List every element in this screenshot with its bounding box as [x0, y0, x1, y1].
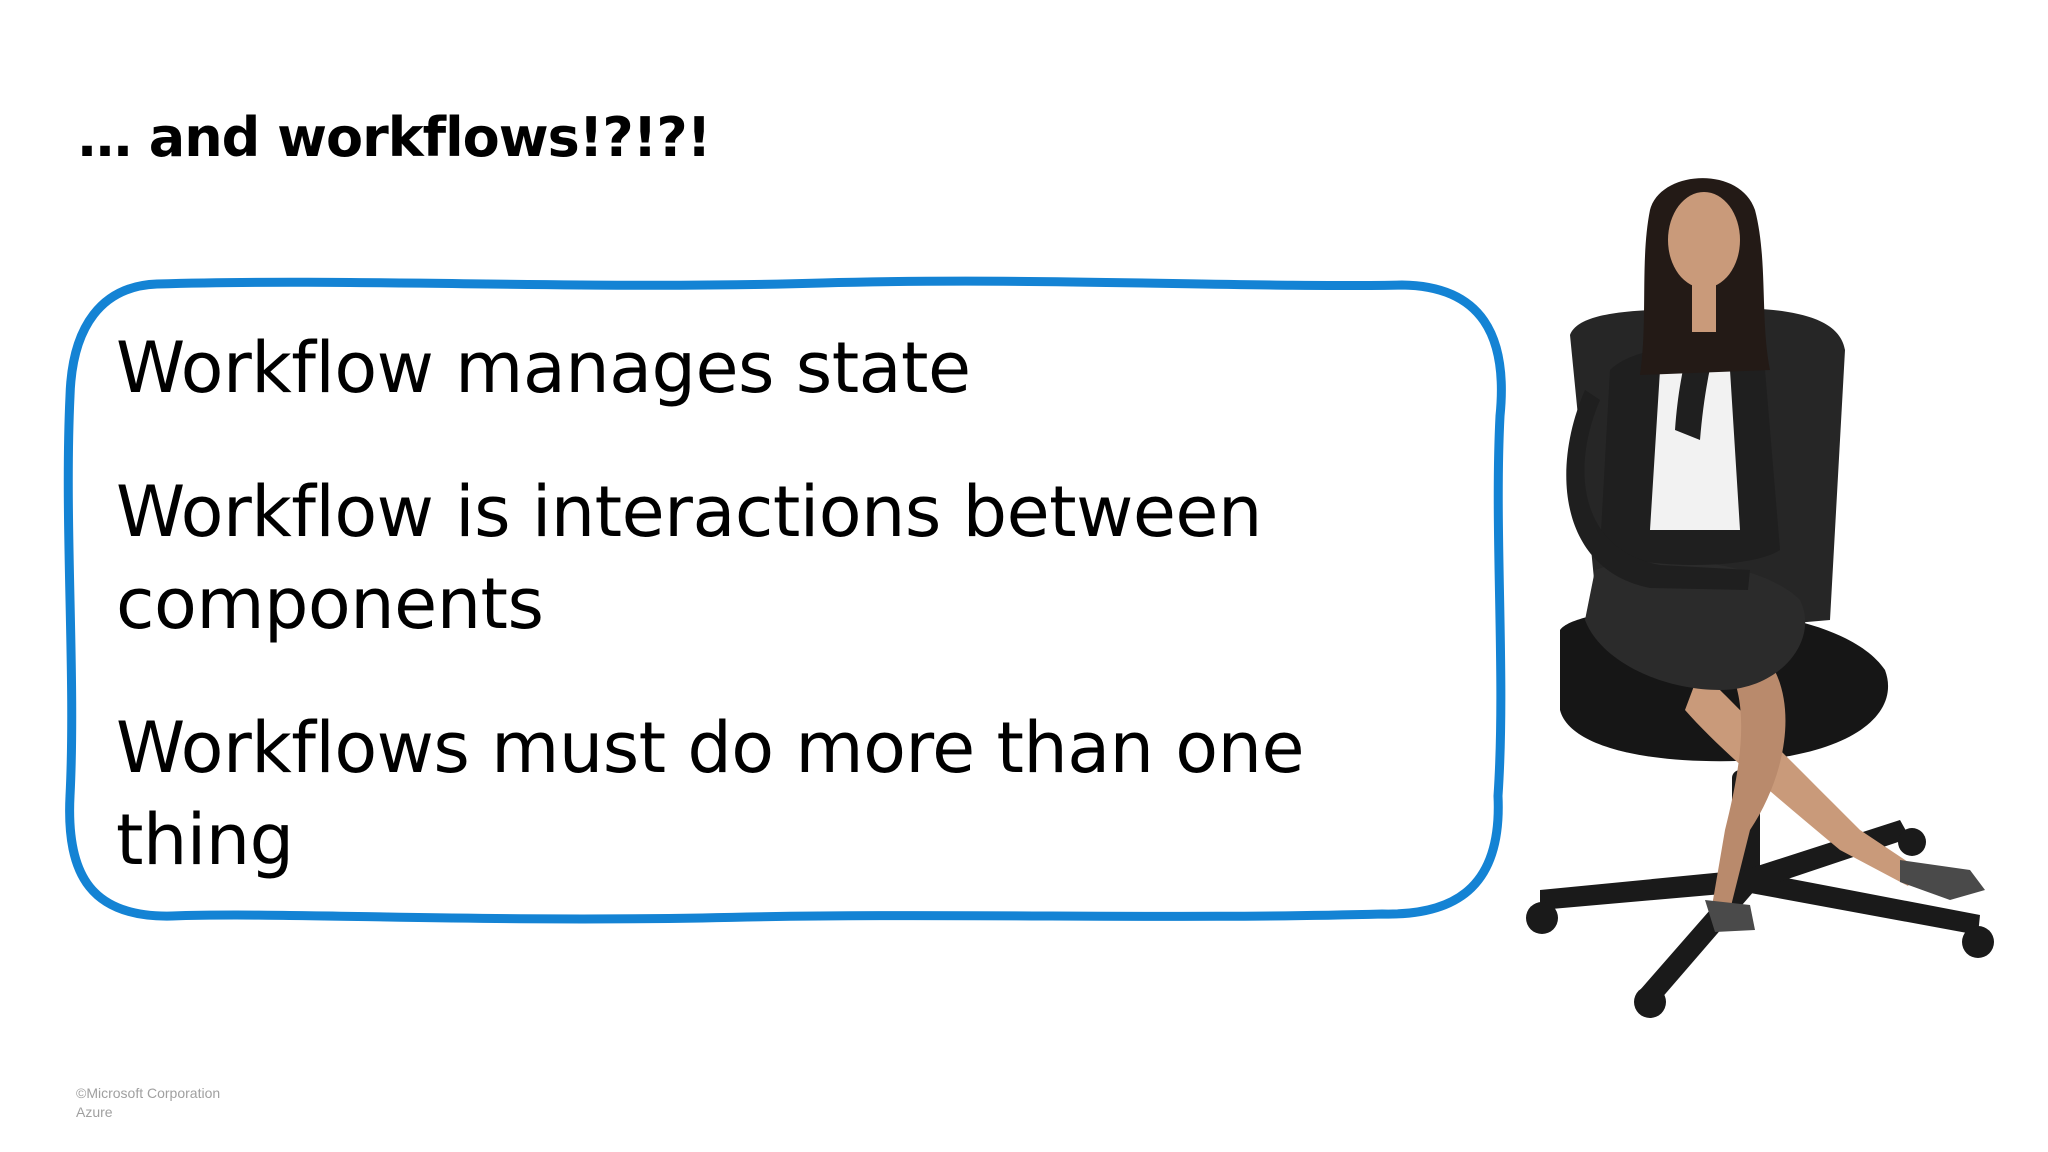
bullet-list: Workflow manages state Workflow is inter…	[116, 322, 1456, 938]
neck	[1692, 282, 1716, 332]
bullet-item: Workflows must do more than one thing	[116, 707, 1305, 881]
skirt	[1585, 560, 1806, 690]
footer: ©Microsoft Corporation Azure	[76, 1084, 220, 1122]
hand-drawn-frame	[63, 276, 1506, 924]
arm	[1566, 390, 1750, 590]
product-text: Azure	[76, 1104, 113, 1120]
shoe	[1705, 900, 1755, 932]
bullet-item: Workflow is interactions between compone…	[116, 471, 1262, 645]
slide-title: … and workflows!?!?!	[78, 106, 711, 169]
thinking-woman-figure	[1526, 178, 1994, 1018]
bullet-item: Workflow manages state	[116, 327, 971, 409]
copyright-text: ©Microsoft Corporation	[76, 1085, 221, 1101]
shoe	[1900, 860, 1985, 900]
leg	[1712, 650, 1786, 910]
face	[1668, 192, 1740, 288]
blouse	[1650, 370, 1740, 530]
